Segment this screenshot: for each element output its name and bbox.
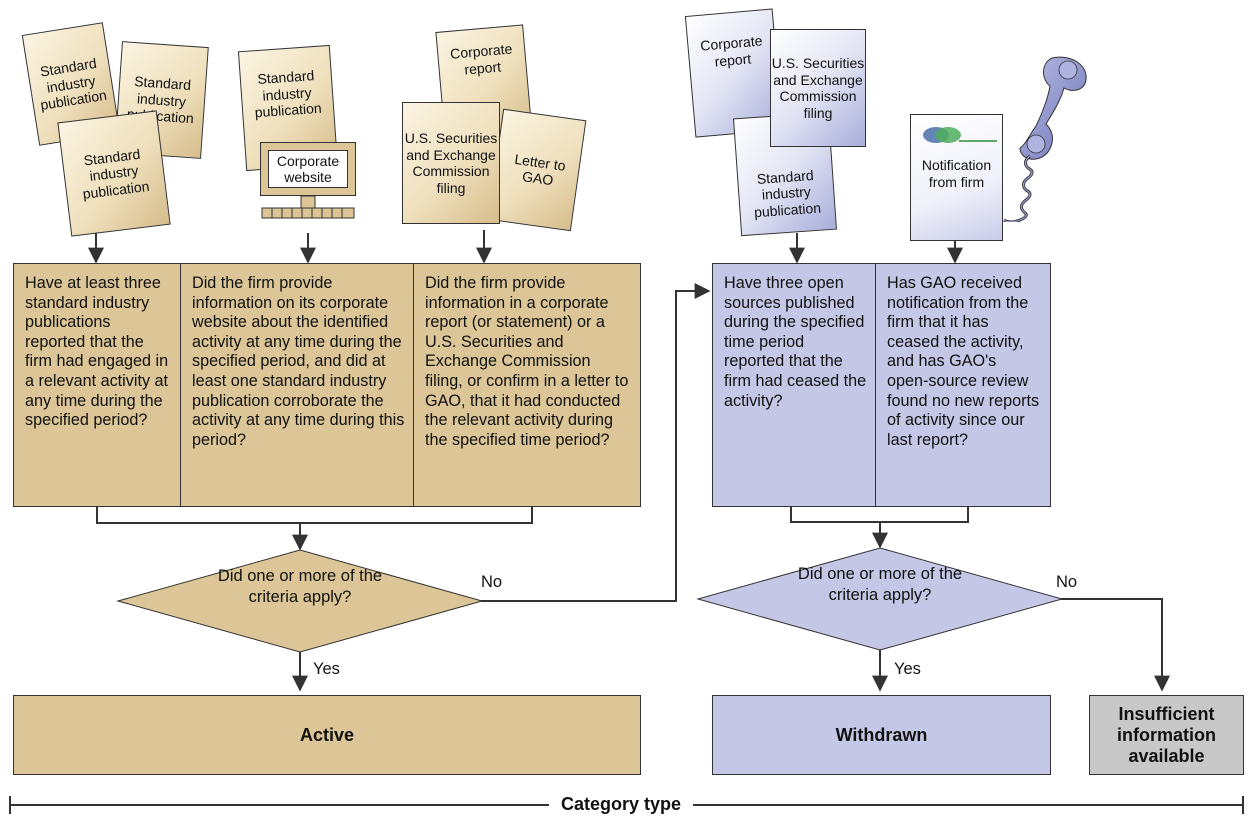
outcome-active: Active (13, 695, 641, 775)
yes-label-withdrawn: Yes (894, 660, 921, 678)
telephone-icon (1003, 56, 1087, 222)
withdrawn-criteria-box: Have three open sources published during… (712, 263, 1051, 507)
notification-label: Notification from firm (921, 157, 992, 190)
decision-question-withdrawn: Did one or more of the criteria apply? (797, 565, 963, 604)
criterion-corporate-report: Did the firm provide information in a co… (413, 264, 640, 506)
active-criteria-box: Have at least three standard industry pu… (13, 263, 641, 507)
standard-publication-doc: Standard industry publication (57, 110, 171, 237)
criterion-open-sources-ceased: Have three open sources published during… (724, 274, 867, 410)
sec-filing-doc: U.S. Securities and Exchange Commission … (402, 102, 500, 224)
arrow-no-active (481, 283, 711, 602)
decision-diamond-withdrawn (696, 547, 1064, 651)
monitor-screen: Corporate website (268, 150, 348, 188)
letterhead-logo-icon (923, 127, 997, 143)
bracket-active (96, 506, 533, 524)
letter-doc: Letter to GAO (487, 108, 587, 232)
yes-label-active: Yes (313, 660, 340, 678)
outcome-withdrawn: Withdrawn (712, 695, 1051, 775)
computer-monitor-icon: Corporate website (260, 142, 356, 196)
decision-question-active: Did one or more of the criteria apply? (217, 567, 383, 606)
no-label-active: No (481, 573, 503, 591)
arrow-no-withdrawn (1061, 598, 1170, 692)
decision-diamond-active (116, 549, 484, 653)
bracket-withdrawn (790, 506, 969, 523)
sec-filing-doc: U.S. Securities and Exchange Commission … (770, 29, 866, 147)
no-label-withdrawn: No (1056, 573, 1078, 591)
criterion-firm-notification: Has GAO received notification from the f… (875, 264, 1050, 506)
outcome-insufficient: Insufficient information available (1089, 695, 1244, 775)
criterion-standard-publications: Have at least three standard industry pu… (25, 274, 169, 430)
monitor-stand-icon (261, 196, 355, 219)
category-type-label: Category type (549, 794, 694, 815)
notification-letter-doc: Notification from firm (910, 114, 1003, 241)
criterion-corporate-website: Did the firm provide information on its … (180, 264, 413, 506)
